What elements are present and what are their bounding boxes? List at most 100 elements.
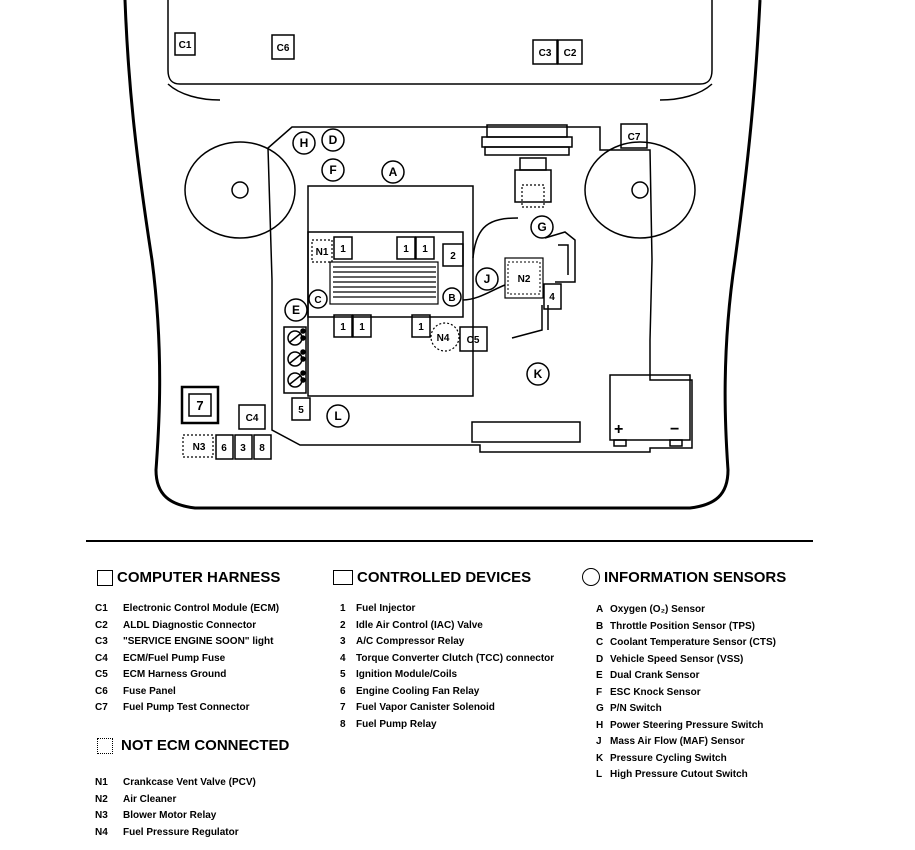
circle-sensor-d: D — [321, 128, 345, 152]
box-device-1d: 1 — [333, 314, 353, 338]
legend-item-text: ESC Knock Sensor — [610, 686, 701, 698]
svg-text:E: E — [292, 303, 300, 317]
legend-heading-not-ecm-connected: NOT ECM CONNECTED — [97, 737, 289, 754]
svg-text:1: 1 — [422, 244, 428, 255]
box-device-1e: 1 — [352, 314, 372, 338]
legend-item-code: K — [596, 752, 604, 764]
strut-tower-left — [184, 141, 296, 239]
svg-text:1: 1 — [403, 244, 409, 255]
vehicle-body-outline — [123, 0, 762, 510]
box-device-8: 8 — [253, 434, 272, 460]
box-n1: N1 — [311, 239, 333, 263]
legend-item-code: D — [596, 653, 604, 665]
legend-item-code: C7 — [95, 702, 108, 713]
box-c7: C7 — [620, 123, 648, 149]
svg-text:N4: N4 — [437, 333, 450, 344]
legend-item-code: C4 — [95, 652, 108, 664]
legend-item-text: Fuel Injector — [356, 603, 416, 614]
svg-text:1: 1 — [359, 322, 365, 333]
intake-duct — [472, 217, 519, 259]
dotted-square-symbol-icon — [97, 737, 113, 754]
legend-item-text: Blower Motor Relay — [123, 810, 217, 821]
legend-item: N3 Blower Motor Relay — [95, 808, 256, 825]
svg-text:N2: N2 — [518, 274, 531, 285]
svg-text:6: 6 — [221, 443, 227, 454]
legend-item-text: Fuel Vapor Canister Solenoid — [356, 702, 495, 713]
legend-item: 2 Idle Air Control (IAC) Valve — [340, 618, 554, 635]
strut-tower-right — [584, 141, 696, 239]
circle-sensor-g: G — [530, 215, 554, 239]
circle-sensor-a: A — [381, 160, 405, 184]
circle-sensor-f: F — [321, 158, 345, 182]
legend-item-text: ALDL Diagnostic Connector — [123, 619, 257, 631]
legend-item-text: Oxygen (O₂) Sensor — [610, 604, 706, 615]
legend-item-code: C5 — [95, 669, 108, 680]
legend-item-text: ECM/Fuel Pump Fuse — [123, 652, 226, 664]
legend-item: K Pressure Cycling Switch — [596, 751, 776, 768]
svg-text:G: G — [537, 220, 546, 234]
svg-text:C2: C2 — [564, 48, 577, 59]
svg-text:B: B — [448, 293, 455, 304]
box-device-2: 2 — [442, 243, 464, 267]
svg-text:1: 1 — [418, 322, 424, 333]
legend-item-code: 2 — [340, 619, 346, 631]
svg-text:H: H — [300, 136, 309, 150]
circle-sensor-l: L — [326, 404, 350, 428]
legend-item: A Oxygen (O₂) Sensor — [596, 602, 776, 619]
box-device-1b: 1 — [396, 236, 416, 260]
plenum-fins — [329, 261, 439, 305]
legend-item-code: C — [596, 637, 604, 648]
legend-item-text: Fuse Panel — [123, 685, 176, 697]
svg-text:5: 5 — [298, 405, 304, 416]
cowl-bulge-right — [659, 83, 713, 101]
circle-sensor-j: J — [475, 267, 499, 291]
legend-item-text: Electronic Control Module (ECM) — [123, 603, 280, 614]
legend-item-text: Mass Air Flow (MAF) Sensor — [610, 736, 745, 747]
svg-text:N3: N3 — [193, 442, 206, 453]
box-n2: N2 — [504, 257, 544, 299]
legend-item-text: Ignition Module/Coils — [356, 669, 458, 680]
box-device-6: 6 — [215, 434, 234, 460]
svg-text:C7: C7 — [628, 132, 641, 143]
legend-item-code: L — [596, 769, 603, 780]
legend-item-text: ECM Harness Ground — [123, 669, 227, 680]
svg-text:C5: C5 — [467, 335, 480, 346]
legend-item-code: C6 — [95, 685, 108, 697]
legend-item-text: Crankcase Vent Valve (PCV) — [123, 777, 256, 788]
engine-compartment-diagram: + − C1 C6 C3 C2 C7 C4 C5 N1 N2 N3 N4 1 1… — [123, 0, 762, 510]
ignition-coil-pack — [283, 326, 307, 394]
svg-text:L: L — [334, 409, 341, 423]
svg-text:N1: N1 — [316, 247, 329, 258]
legend-item-text: Torque Converter Clutch (TCC) connector — [356, 652, 555, 664]
hose-lines — [544, 231, 576, 283]
svg-text:7: 7 — [196, 398, 203, 413]
legend-item-text: Pressure Cycling Switch — [610, 752, 727, 764]
legend-item-code: N3 — [95, 810, 108, 821]
legend-divider — [86, 540, 813, 542]
engine-bay-outline — [267, 126, 693, 453]
legend-item-text: Idle Air Control (IAC) Valve — [356, 619, 483, 631]
box-device-4: 4 — [543, 283, 562, 310]
box-device-1a: 1 — [333, 236, 353, 260]
legend-item-code: E — [596, 670, 603, 681]
legend-item: C6 Fuse Panel — [95, 684, 279, 701]
cowl-bulge-left — [167, 83, 221, 101]
legend-item-code: A — [596, 604, 604, 615]
legend-item-text: Fuel Pump Relay — [356, 718, 437, 730]
legend-item-text: P/N Switch — [610, 703, 662, 714]
svg-text:C4: C4 — [246, 413, 259, 424]
